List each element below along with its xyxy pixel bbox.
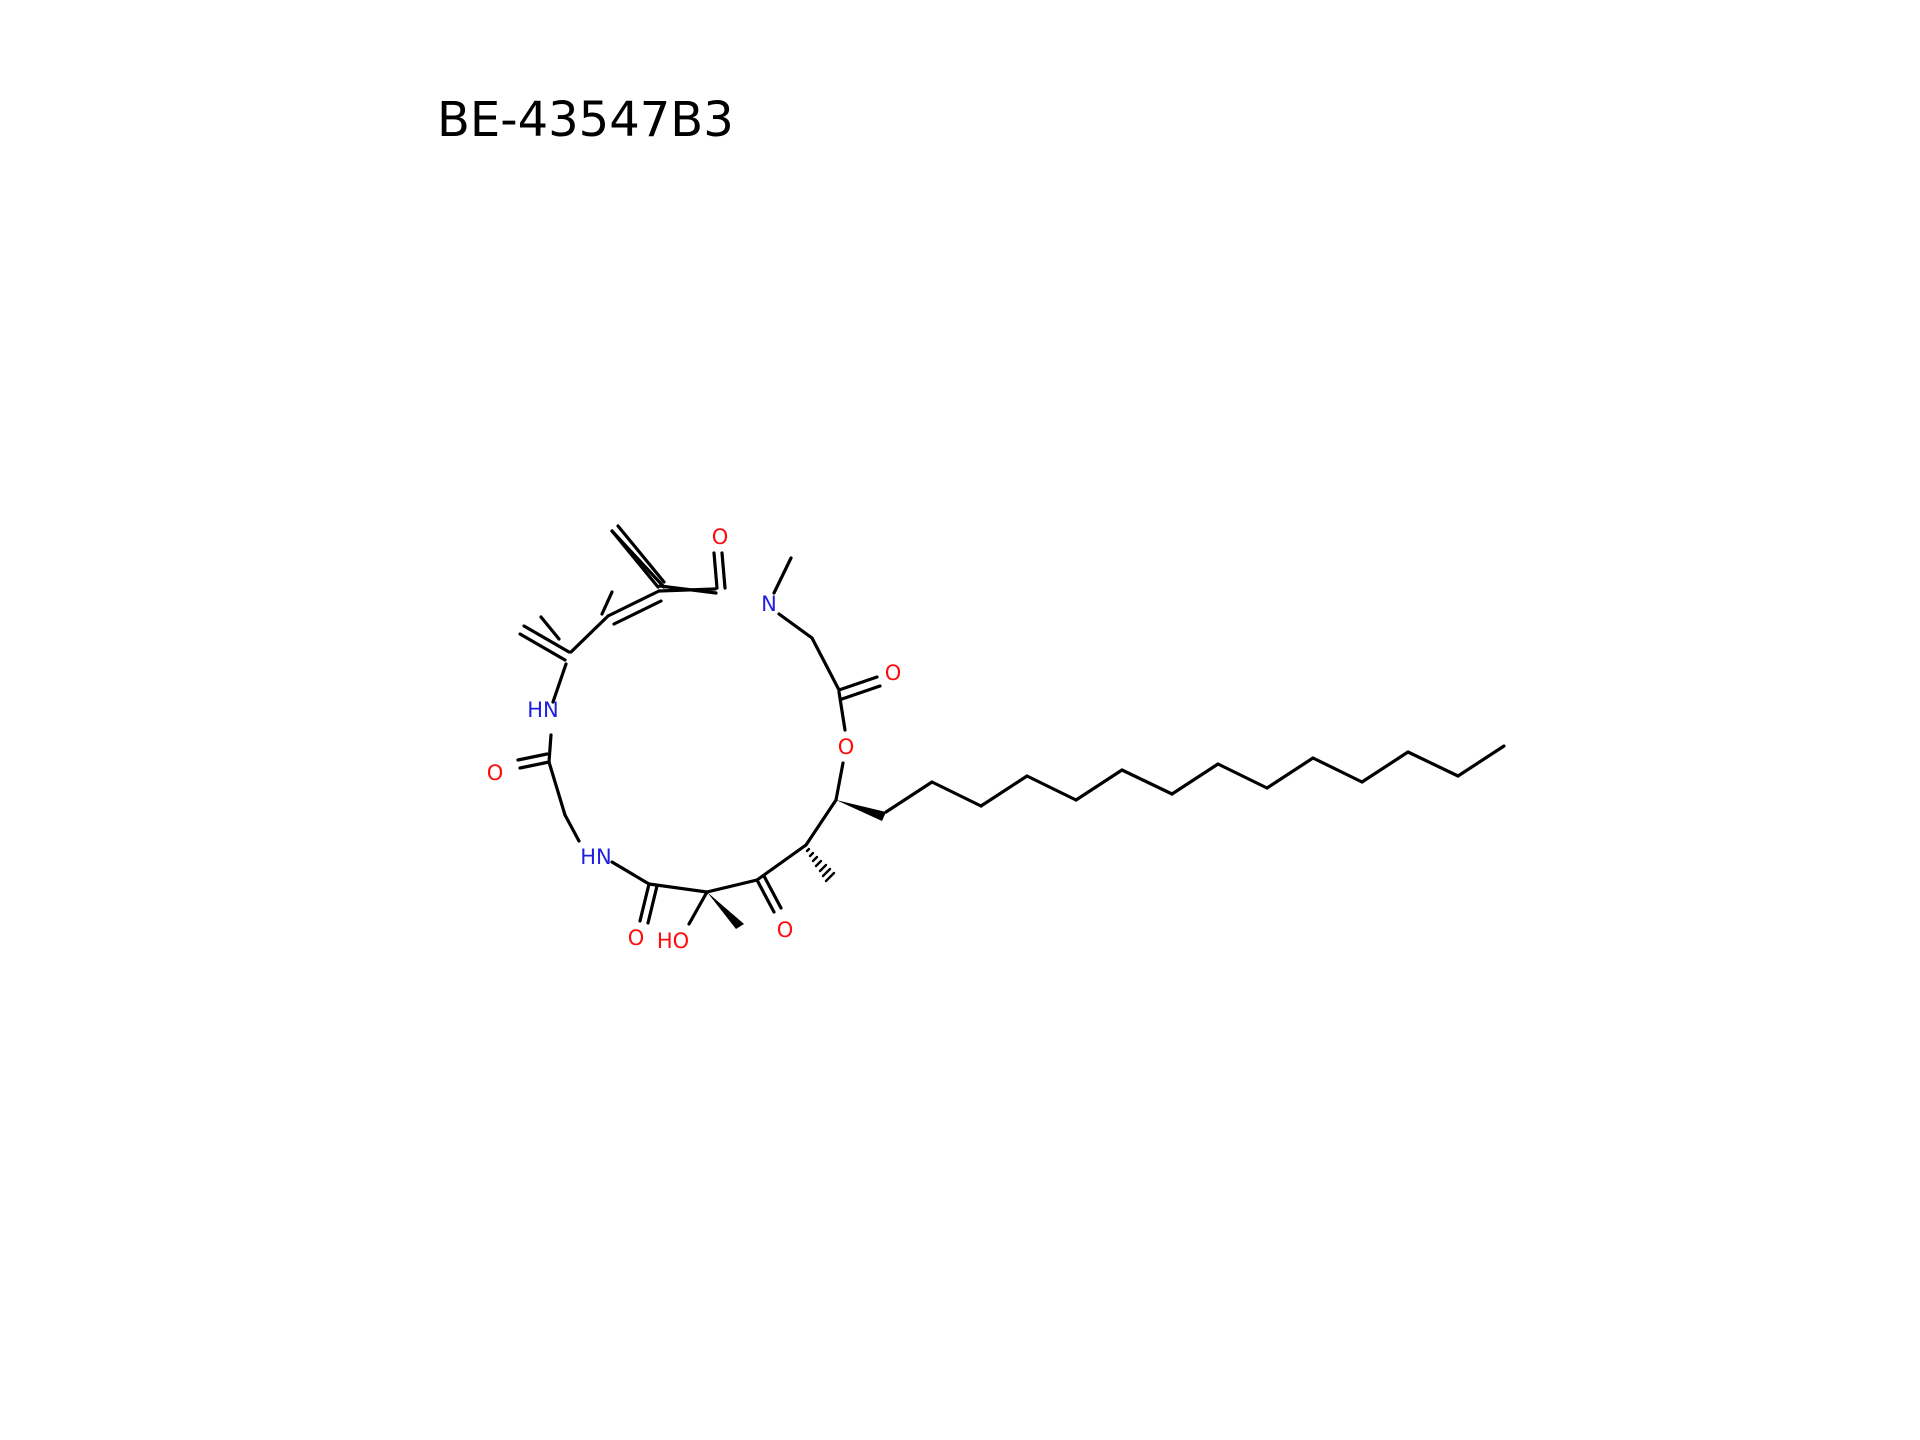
bond: [606, 589, 661, 618]
bond: [930, 780, 983, 808]
bond: [1120, 768, 1174, 796]
bond: [657, 587, 717, 593]
atom-ho: HO: [657, 929, 689, 953]
bond: [610, 860, 651, 886]
bond: [518, 632, 567, 662]
bond: [762, 874, 783, 910]
bond: [569, 614, 610, 654]
bond: [837, 690, 847, 732]
bond: [1406, 750, 1460, 778]
bond: [712, 551, 719, 590]
atom-o-ring: O: [838, 735, 855, 759]
bond: [772, 556, 793, 595]
bond: [547, 760, 567, 817]
bond: [1216, 762, 1269, 790]
bond: [547, 733, 553, 764]
bond: [687, 890, 709, 926]
atom-o-left: O: [487, 761, 504, 785]
atom-nh-lower: HN: [580, 845, 612, 869]
bond: [804, 798, 838, 847]
bond: [705, 878, 759, 894]
bond: [518, 760, 551, 770]
bond: [638, 882, 651, 923]
bond: [755, 843, 808, 882]
bond: [1170, 762, 1220, 796]
bond: [777, 612, 814, 640]
bond: [1360, 750, 1410, 784]
atom-o-ketone: O: [777, 918, 794, 942]
atom-nh-upper: HN: [527, 698, 559, 722]
bond: [616, 524, 666, 584]
bond: [563, 813, 581, 843]
bond: [646, 884, 659, 925]
bond: [755, 878, 776, 914]
bond: [1311, 756, 1364, 784]
compound-name: BE-43547B3: [437, 92, 734, 148]
bond: [837, 675, 879, 692]
bond: [551, 662, 568, 704]
bond: [720, 551, 727, 590]
hash-bond: [805, 847, 836, 883]
bond: [834, 761, 845, 802]
bond: [1265, 756, 1315, 790]
atom-o-amide-bottom: O: [628, 926, 645, 950]
bond: [1074, 768, 1124, 802]
atom-o-top: O: [712, 525, 729, 549]
bond: [1456, 744, 1506, 778]
bond: [979, 774, 1029, 808]
wedge-bond: [707, 892, 744, 929]
bond: [647, 882, 709, 894]
bond: [600, 590, 614, 616]
atom-n-methyl: N: [761, 592, 777, 616]
bond: [840, 684, 882, 701]
bond: [539, 615, 561, 641]
bond: [610, 529, 666, 589]
bond: [884, 780, 934, 814]
bond: [1025, 774, 1078, 802]
wedge-bond: [836, 800, 886, 821]
bond: [810, 636, 841, 692]
bond: [612, 599, 663, 626]
atom-o-ester: O: [885, 661, 902, 685]
bond: [522, 624, 571, 654]
bond: [516, 752, 549, 762]
